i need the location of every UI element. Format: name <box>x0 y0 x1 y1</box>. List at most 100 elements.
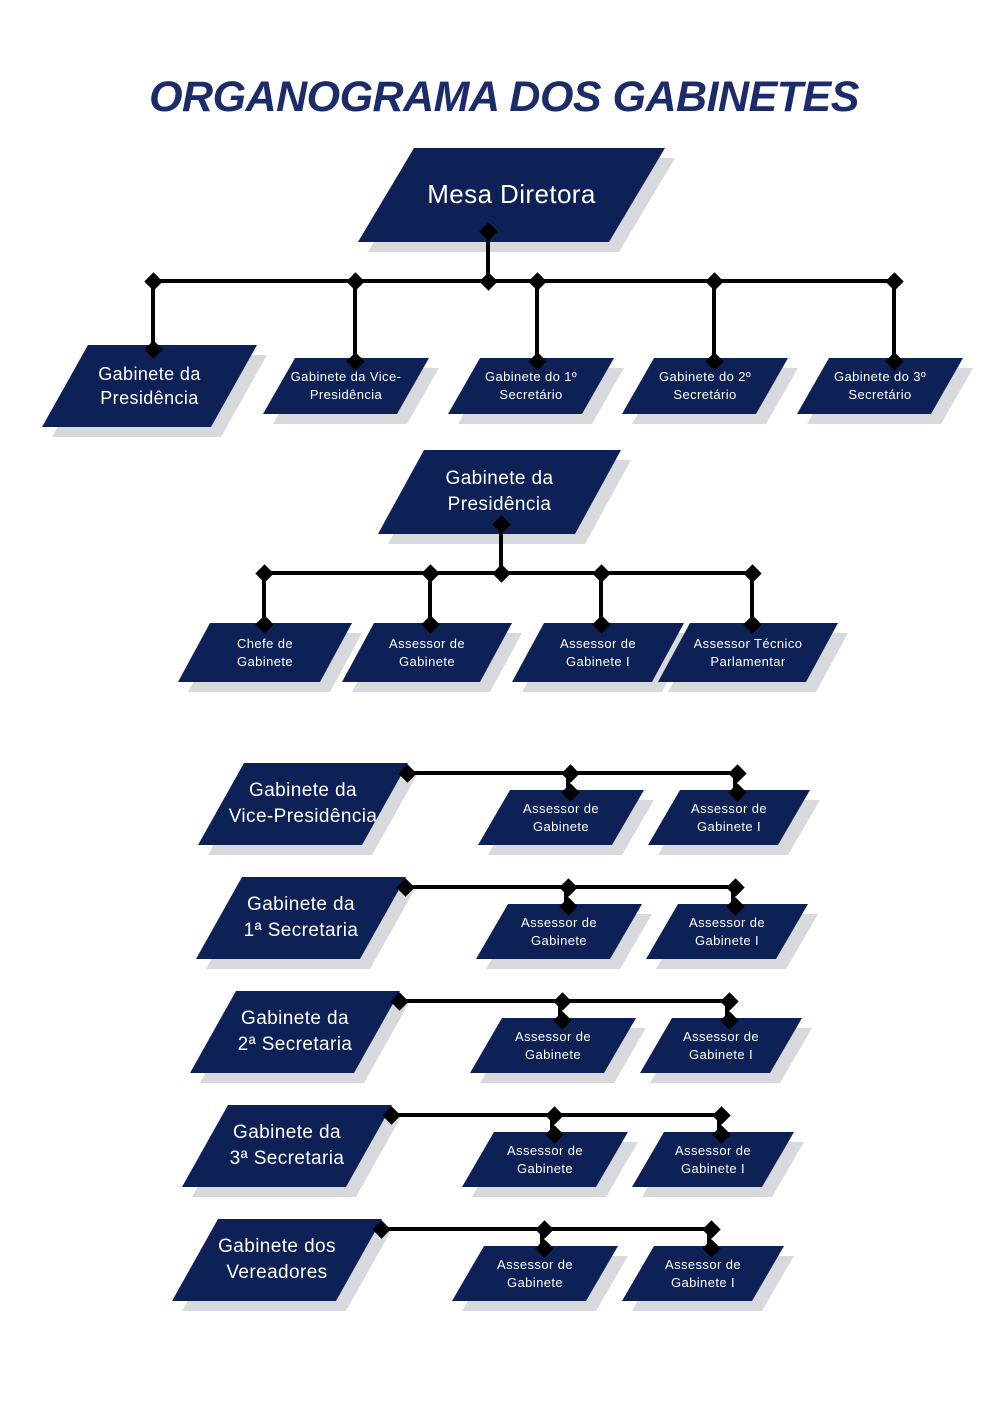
node-label: 3ª Secretaria <box>229 1148 345 1169</box>
connector-line <box>540 1229 544 1250</box>
node-assessor-de-gabinete-i: Assessor de Gabinete I <box>512 623 684 682</box>
connector-diamond <box>725 877 745 897</box>
node-label: Mesa Diretora <box>427 179 596 210</box>
node-label: Gabinete da <box>241 1008 349 1030</box>
node-face: Assessor de Gabinete I <box>622 1246 784 1301</box>
connector-line <box>733 773 737 794</box>
node-face: Assessor de Gabinete <box>470 1018 636 1073</box>
node-face: Assessor de Gabinete <box>462 1132 628 1187</box>
connector-line <box>499 523 503 573</box>
node-gabinete-da-2-secretaria: Gabinete da 2ª Secretaria <box>190 991 400 1073</box>
connector-diamond <box>884 271 904 291</box>
connector-diamond <box>491 563 511 583</box>
node-label: Gabinete da <box>247 894 355 916</box>
connector-diamond <box>420 563 440 583</box>
node-face: Gabinete do 2º Secretário <box>622 358 788 414</box>
node-mesa-diretora: Mesa Diretora <box>358 148 665 242</box>
node-label: Assessor de <box>689 914 765 930</box>
connector-diamond <box>478 271 498 291</box>
node-label: Gabinete da <box>445 468 554 490</box>
node-label: Gabinete da <box>233 1122 341 1144</box>
node-label: Assessor de <box>683 1028 759 1044</box>
node-face: Assessor Técnico Parlamentar <box>658 623 838 682</box>
node-assessor-de-gabinete-i: Assessor de Gabinete I <box>640 1018 802 1073</box>
node-label: Gabinete da <box>249 780 357 802</box>
connector-diamond <box>711 1105 731 1125</box>
connector-line <box>564 887 568 908</box>
node-label: Gabinete I <box>566 653 630 669</box>
node-label: Gabinete I <box>689 1046 753 1062</box>
node-label: Assessor de <box>560 635 636 651</box>
node-label: Gabinete do 3º <box>833 369 927 385</box>
connector-line <box>717 1115 721 1136</box>
node-assessor-de-gabinete-i: Assessor de Gabinete I <box>646 904 808 959</box>
node-label: Gabinete <box>237 653 293 669</box>
node-label: Assessor de <box>515 1028 591 1044</box>
node-face: Assessor de Gabinete I <box>512 623 684 682</box>
node-face: Assessor de Gabinete <box>452 1246 618 1301</box>
node-label: Vereadores <box>226 1262 328 1283</box>
connector-line <box>731 887 735 908</box>
node-assessor-de-gabinete: Assessor de Gabinete <box>452 1246 618 1301</box>
node-gabinete-da-vice-presidencia: Gabinete da Vice- Presidência <box>263 358 429 414</box>
node-face: Assessor de Gabinete I <box>646 904 808 959</box>
node-label: Gabinete <box>525 1046 581 1062</box>
connector-line <box>558 1001 562 1022</box>
node-face: Gabinete do 3º Secretário <box>797 358 963 414</box>
node-gabinete-dos-vereadores: Gabinete dos Vereadores <box>172 1219 382 1301</box>
node-label: Gabinete <box>533 818 589 834</box>
node-face: Assessor de Gabinete <box>476 904 642 959</box>
node-face: Assessor de Gabinete <box>478 790 644 845</box>
connector-diamond <box>544 1105 564 1125</box>
node-assessor-de-gabinete: Assessor de Gabinete <box>476 904 642 959</box>
connector-diamond <box>727 763 747 783</box>
connector-line <box>707 1229 711 1250</box>
connector-line <box>599 573 603 625</box>
node-face: Assessor de Gabinete I <box>640 1018 802 1073</box>
connector-line <box>151 279 898 283</box>
node-assessor-de-gabinete-i: Assessor de Gabinete I <box>648 790 810 845</box>
node-label: Gabinete dos <box>218 1236 336 1258</box>
connector-diamond <box>534 1219 554 1239</box>
connector-diamond <box>143 271 163 291</box>
connector-diamond <box>704 271 724 291</box>
node-assessor-de-gabinete-i: Assessor de Gabinete I <box>622 1246 784 1301</box>
node-face: Assessor de Gabinete I <box>648 790 810 845</box>
node-label: Gabinete da Vice- <box>290 369 402 385</box>
node-label: 1ª Secretaria <box>243 920 359 941</box>
connector-line <box>486 230 490 283</box>
node-label: Assessor de <box>523 800 599 816</box>
node-label: Secretário <box>673 387 737 402</box>
node-label: Presidência <box>100 388 199 408</box>
connector-diamond <box>591 563 611 583</box>
node-label: Gabinete do 2º <box>658 369 752 385</box>
node-face: Assessor de Gabinete I <box>632 1132 794 1187</box>
node-label: Parlamentar <box>710 653 786 669</box>
node-label: Gabinete I <box>671 1274 735 1290</box>
node-assessor-de-gabinete: Assessor de Gabinete <box>478 790 644 845</box>
node-assessor-de-gabinete: Assessor de Gabinete <box>470 1018 636 1073</box>
node-gabinete-do-2-secretario: Gabinete do 2º Secretário <box>622 358 788 414</box>
node-label: Chefe de <box>237 635 293 651</box>
node-label: 2ª Secretaria <box>237 1034 353 1055</box>
node-label: Gabinete I <box>681 1160 745 1176</box>
node-label: Presidência <box>447 494 552 515</box>
connector-line <box>550 1115 554 1136</box>
node-label: Assessor de <box>691 800 767 816</box>
connector-line <box>428 573 432 625</box>
node-face: Mesa Diretora <box>358 148 665 242</box>
node-label: Vice-Presidência <box>228 806 378 827</box>
node-label: Assessor de <box>675 1142 751 1158</box>
node-gabinete-da-vice-presidencia-head: Gabinete da Vice-Presidência <box>198 763 408 845</box>
node-assessor-de-gabinete: Assessor de Gabinete <box>462 1132 628 1187</box>
node-label: Assessor de <box>665 1256 741 1272</box>
node-label: Gabinete <box>399 653 455 669</box>
connector-diamond <box>560 763 580 783</box>
node-label: Gabinete do 1º <box>484 369 578 385</box>
node-gabinete-da-presidencia: Gabinete da Presidência <box>42 345 257 427</box>
node-label: Gabinete <box>507 1274 563 1290</box>
node-face: Gabinete do 1º Secretário <box>448 358 614 414</box>
node-label: Gabinete I <box>697 818 761 834</box>
connector-diamond <box>719 991 739 1011</box>
